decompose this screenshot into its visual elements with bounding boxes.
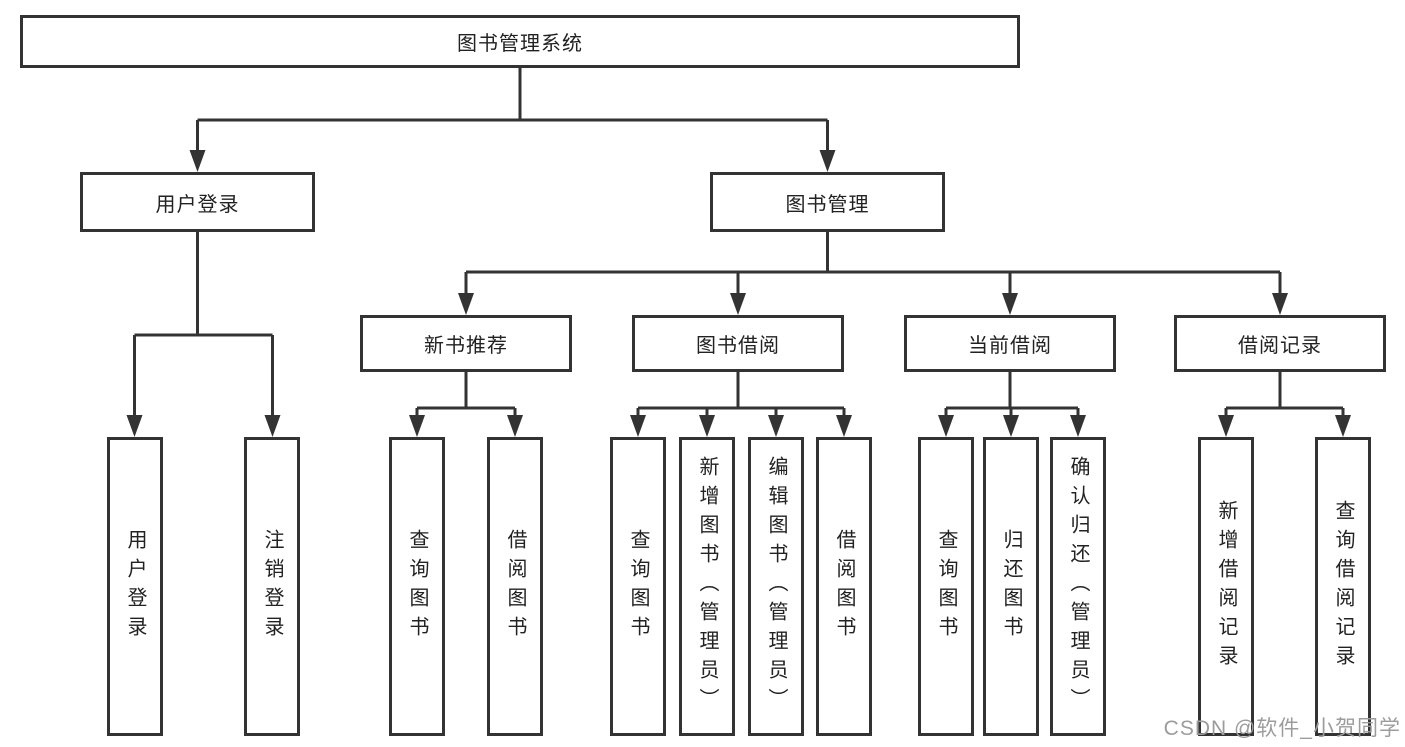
node-book-borrowing: 图书借阅 [632, 315, 844, 372]
leaf-user-login: 用户登录 [107, 437, 163, 736]
leaf-current-query-books: 查询图书 [918, 437, 974, 736]
arrowhead [189, 150, 206, 172]
arrowhead [938, 415, 954, 437]
node-borrow-records: 借阅记录 [1174, 315, 1386, 372]
node-root-system: 图书管理系统 [20, 15, 1020, 68]
arrowhead [730, 293, 746, 315]
arrowhead [458, 293, 474, 315]
arrowhead [819, 150, 836, 172]
node-user-login: 用户登录 [80, 172, 315, 232]
csdn-watermark: CSDN @软件_小贺同学 [1163, 717, 1401, 740]
arrowhead [264, 415, 281, 437]
leaf-borrow-add-books-admin: 新增图书（管理员） [679, 437, 735, 736]
arrowhead [699, 415, 715, 437]
leaf-borrow-edit-books-admin: 编辑图书（管理员） [748, 437, 804, 736]
arrowhead [630, 415, 646, 437]
leaf-records-add-record: 新增借阅记录 [1198, 437, 1254, 736]
arrowhead [126, 415, 143, 437]
arrowhead [1002, 293, 1018, 315]
arrowhead [768, 415, 784, 437]
arrowhead [1070, 415, 1086, 437]
arrowhead [1335, 415, 1351, 437]
leaf-records-query-record: 查询借阅记录 [1315, 437, 1371, 736]
leaf-newbook-borrow-books: 借阅图书 [487, 437, 543, 736]
arrowhead [409, 415, 425, 437]
node-current-borrowing: 当前借阅 [904, 315, 1116, 372]
arrowhead [836, 415, 852, 437]
leaf-logout: 注销登录 [244, 437, 300, 736]
node-book-management: 图书管理 [710, 172, 945, 232]
leaf-borrow-borrow-books: 借阅图书 [816, 437, 872, 736]
arrowhead [1003, 415, 1019, 437]
arrowhead [1218, 415, 1234, 437]
leaf-current-return-books: 归还图书 [983, 437, 1039, 736]
arrowhead [507, 415, 523, 437]
arrowhead [1272, 293, 1288, 315]
leaf-borrow-query-books: 查询图书 [610, 437, 666, 736]
leaf-newbook-query-books: 查询图书 [389, 437, 445, 736]
leaf-current-confirm-return-admin: 确认归还（管理员） [1050, 437, 1106, 736]
node-new-book-recommend: 新书推荐 [360, 315, 572, 372]
